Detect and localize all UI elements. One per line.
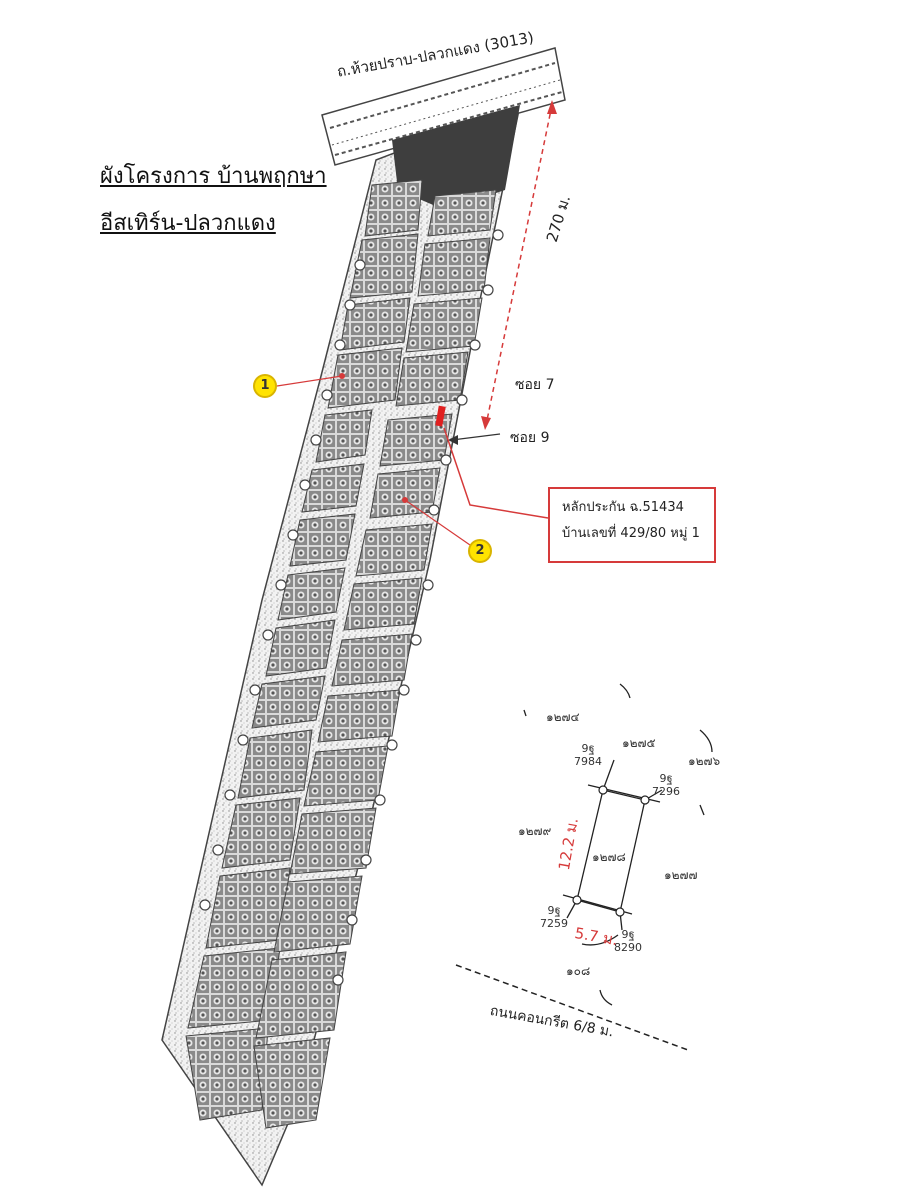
map-title-line2: อีสเทิร์น-ปลวกแดง — [100, 211, 276, 236]
highlighted-lot — [435, 405, 446, 427]
roadside-trees — [199, 229, 504, 986]
soi-9-label: ซอย 9 — [510, 430, 550, 446]
housing-blocks-right — [253, 189, 497, 1129]
soi-7-label: ซอย 7 — [515, 377, 555, 393]
parcel-neighbor-right: ๑๒๗๗ — [664, 868, 698, 882]
main-road-strip — [321, 47, 566, 166]
parcel-neighbor-top-right: ๑๒๗๖ — [688, 754, 721, 768]
parcel-neighbor-left: ๑๒๗๙ — [518, 824, 552, 838]
map-title-line1: ผังโครงการ บ้านพฤกษา — [100, 164, 327, 189]
distance-arrow — [485, 104, 553, 426]
concrete-road-line — [455, 964, 689, 1051]
parcel-neighbor-top-mid: ๑๒๗๕ — [622, 736, 656, 750]
parcel-neighbor-top-left: ๑๒๗๔ — [546, 710, 580, 724]
photo-marker-2[interactable]: 2 — [468, 539, 492, 563]
house-number-text: บ้านเลขที่ 429/80 หมู่ 1 — [562, 526, 700, 541]
parcel-neighbor-bottom: ๑๐๘ — [566, 964, 591, 978]
parcel-detail-drawing — [523, 683, 713, 1006]
parcel-subject-number: ๑๒๗๘ — [592, 850, 626, 864]
housing-blocks-left — [185, 179, 423, 1121]
collateral-deed-text: หลักประกัน ฉ.51434 — [562, 500, 684, 515]
collateral-callout-box: หลักประกัน ฉ.51434 บ้านเลขที่ 429/80 หมู… — [548, 487, 716, 563]
photo-marker-1[interactable]: 1 — [253, 374, 277, 398]
callout-leader — [443, 427, 549, 519]
